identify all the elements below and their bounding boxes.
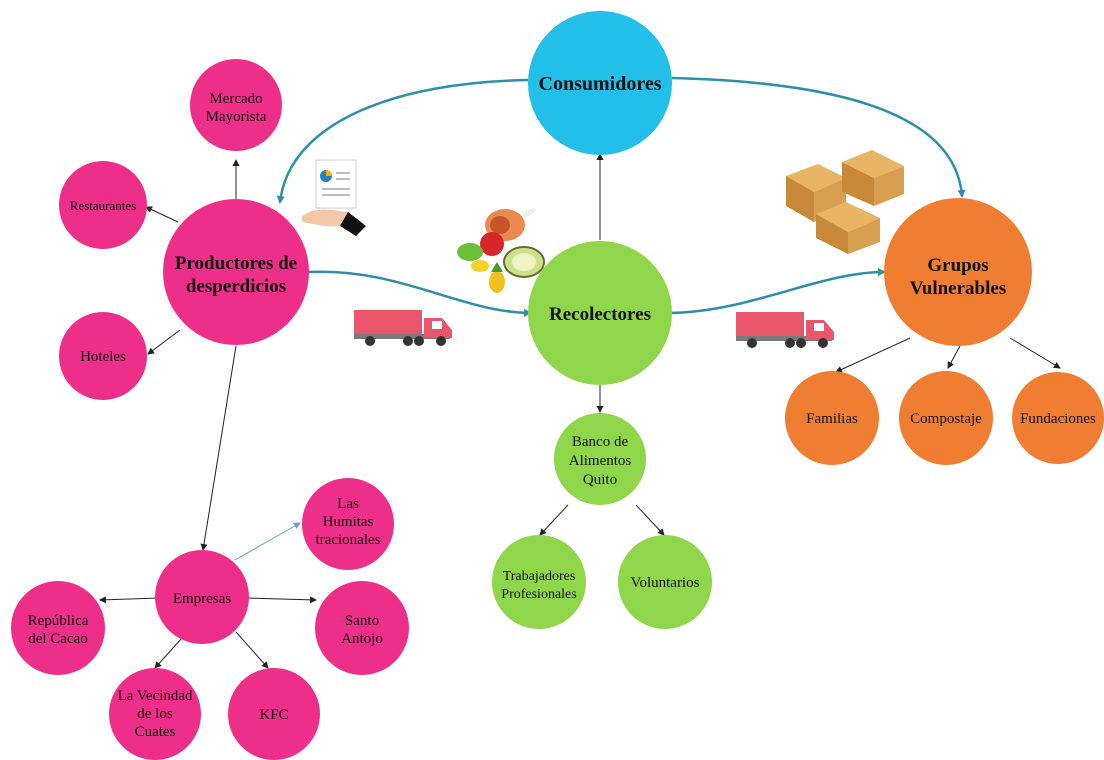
edge-empresas-humitas (234, 522, 301, 561)
circle-humitas (302, 478, 394, 570)
edge-productores-restaurantes (145, 206, 179, 223)
arrow-recolectores-grupos (663, 268, 886, 318)
circle-consumidores (528, 11, 672, 155)
label-voluntarios: Voluntarios (631, 575, 700, 591)
edge-grupos-familias (835, 337, 911, 373)
circle-productores (163, 199, 309, 345)
node-kfc: KFC (228, 668, 320, 760)
label-humitas-3: tracionales (316, 532, 381, 548)
circle-familias (785, 371, 879, 465)
edge-empresas-republica (99, 596, 159, 604)
arrow-consumidores-productores (276, 78, 529, 204)
node-santo: Santo Antojo (315, 581, 409, 675)
edge-empresas-kfc (235, 631, 269, 669)
circle-kfc (228, 668, 320, 760)
label-banco-3: Quito (583, 472, 617, 488)
label-fundaciones: Fundaciones (1020, 411, 1096, 427)
label-mercado-2: Mayorista (206, 109, 267, 125)
label-consumidores: Consumidores (539, 73, 662, 95)
label-kfc: KFC (259, 707, 288, 723)
flow-arrows (276, 76, 966, 318)
node-recolectores: Recolectores (528, 241, 672, 385)
label-santo-1: Santo (345, 613, 379, 629)
node-compostaje: Compostaje (899, 371, 993, 465)
label-banco-2: Alimentos (569, 453, 632, 469)
label-grupos-1: Grupos (927, 255, 988, 276)
edge-empresas-vecindad (154, 637, 183, 669)
circle-mercado (190, 59, 282, 151)
circle-hoteles (59, 312, 147, 400)
node-productores: Productores de desperdicios (163, 199, 309, 345)
circle-restaurantes (59, 161, 147, 249)
truck-icon (354, 310, 452, 346)
circle-voluntarios (618, 535, 712, 629)
node-familias: Familias (785, 371, 879, 465)
label-compostaje: Compostaje (910, 411, 982, 427)
label-humitas-2: Humitas (323, 514, 374, 530)
edge-grupos-fundaciones (1009, 337, 1061, 369)
circle-empresas (155, 550, 249, 644)
edge-banco-trabajadores (539, 504, 569, 536)
edge-productores-hoteles (147, 329, 181, 355)
circle-banco (554, 413, 646, 505)
label-vecindad-1: La Vecindad (117, 688, 193, 704)
edge-grupos-compostaje (947, 345, 961, 369)
node-fundaciones: Fundaciones (1012, 372, 1104, 464)
label-republica-2: del Cacao (28, 631, 88, 647)
circle-compostaje (899, 371, 993, 465)
food-icon (457, 207, 545, 293)
node-restaurantes: Restaurantes (59, 161, 147, 249)
label-vecindad-2: de los (137, 706, 173, 722)
label-hoteles: Hoteles (80, 349, 126, 365)
label-empresas: Empresas (173, 591, 231, 607)
truck-icon (736, 312, 834, 348)
circle-vecindad (109, 668, 201, 760)
node-empresas: Empresas (155, 550, 249, 644)
report-hand-icon (302, 159, 366, 236)
label-productores-1: Productores de (175, 253, 297, 274)
node-hoteles: Hoteles (59, 312, 147, 400)
label-productores-2: desperdicios (186, 276, 286, 297)
node-grupos: Grupos Vulnerables (884, 198, 1032, 346)
label-trabajadores-2: Profesionales (501, 587, 576, 602)
node-humitas: Las Humitas tracionales (302, 478, 394, 570)
circle-santo (315, 581, 409, 675)
label-familias: Familias (806, 411, 858, 427)
label-vecindad-3: Cuates (135, 724, 176, 740)
arrow-consumidores-grupos (671, 76, 966, 198)
boxes-icon (786, 150, 904, 254)
edge-banco-voluntarios (635, 504, 665, 536)
edge-empresas-santo (245, 596, 317, 604)
label-santo-2: Antojo (341, 631, 383, 647)
label-humitas-1: Las (337, 496, 359, 512)
label-recolectores: Recolectores (549, 304, 651, 325)
node-trabajadores: Trabajadores Profesionales (492, 535, 586, 629)
node-voluntarios: Voluntarios (618, 535, 712, 629)
node-mercado: Mercado Mayorista (190, 59, 282, 151)
circle-recolectores (528, 241, 672, 385)
label-grupos-2: Vulnerables (910, 278, 1006, 299)
thin-connectors (99, 153, 1061, 669)
circle-fundaciones (1012, 372, 1104, 464)
label-republica-1: República (28, 613, 89, 629)
label-mercado-1: Mercado (209, 91, 262, 107)
label-banco-1: Banco de (572, 434, 629, 450)
node-consumidores: Consumidores (528, 11, 672, 155)
label-trabajadores-1: Trabajadores (503, 569, 576, 584)
circle-grupos (884, 198, 1032, 346)
circle-trabajadores (492, 535, 586, 629)
arrow-productores-recolectores (303, 268, 532, 317)
edge-productores-empresas (200, 345, 237, 551)
node-republica: República del Cacao (11, 581, 105, 675)
node-banco: Banco de Alimentos Quito (554, 413, 646, 505)
circle-republica (11, 581, 105, 675)
node-vecindad: La Vecindad de los Cuates (109, 668, 201, 760)
label-restaurantes: Restaurantes (70, 198, 136, 213)
